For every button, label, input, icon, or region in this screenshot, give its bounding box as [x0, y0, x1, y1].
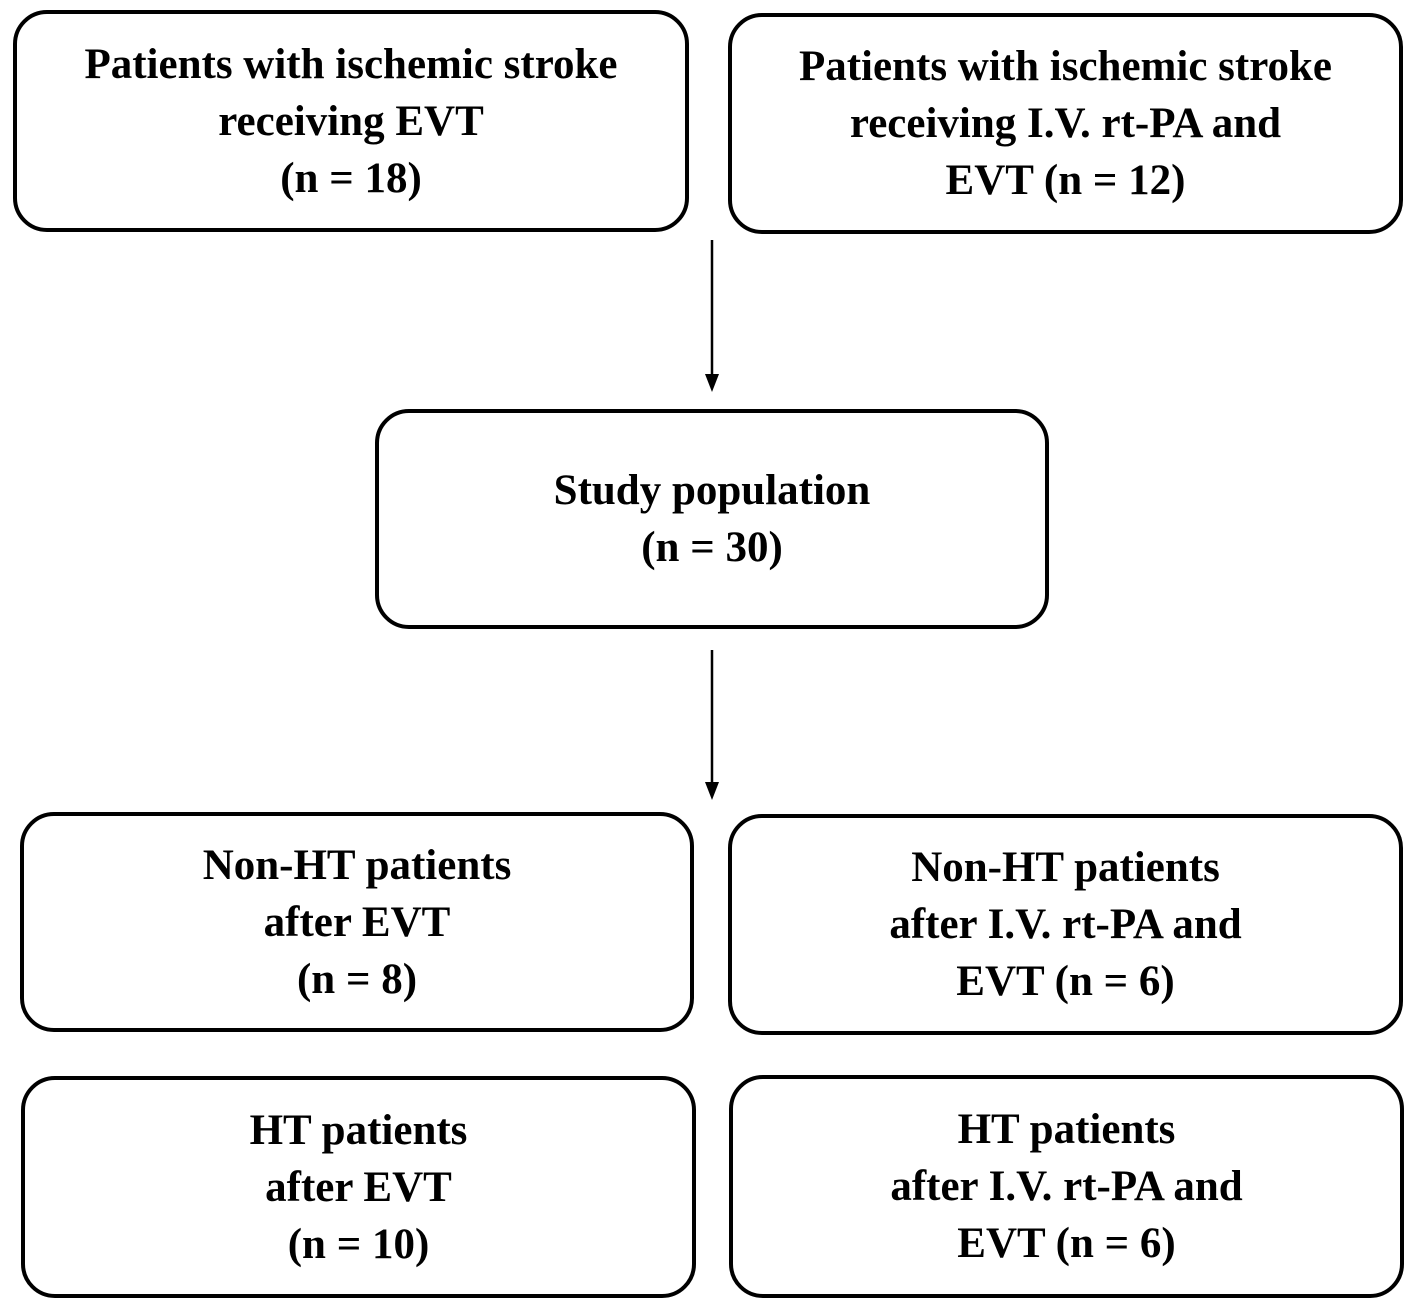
nonht-evt-line-1: Non-HT patients — [202, 841, 512, 889]
evt-box-line-1: Patients with ischemic stroke — [84, 40, 618, 88]
ivpa-evt-box-line-2: receiving I.V. rt-PA and — [849, 100, 1282, 147]
ht-evt-line-2: after EVT — [265, 1163, 452, 1211]
ht-evt-box: HT patients after EVT (n = 10) — [21, 1076, 696, 1298]
ht-evt-count: (n = 10) — [287, 1220, 430, 1268]
ivpa-evt-box-line-1: Patients with ischemic stroke — [798, 43, 1333, 90]
ht-ivpa-evt-box: HT patients after I.V. rt-PA and EVT (n … — [729, 1075, 1404, 1298]
nonht-ivpa-line-2: after I.V. rt-PA and — [889, 901, 1242, 948]
nonht-ivpa-evt-box: Non-HT patients after I.V. rt-PA and EVT… — [728, 814, 1403, 1035]
study-population-count: (n = 30) — [641, 524, 783, 571]
ivpa-evt-patients-box: Patients with ischemic stroke receiving … — [728, 13, 1403, 234]
nonht-evt-box: Non-HT patients after EVT (n = 8) — [20, 812, 694, 1032]
ht-ivpa-count: EVT (n = 6) — [957, 1220, 1176, 1267]
nonht-ivpa-line-1: Non-HT patients — [911, 844, 1220, 891]
ivpa-evt-box-count: EVT (n = 12) — [945, 157, 1186, 204]
ht-ivpa-line-1: HT patients — [957, 1106, 1176, 1153]
study-population-label: Study population — [553, 467, 871, 514]
arrow-to-study-population — [705, 240, 719, 392]
nonht-ivpa-count: EVT (n = 6) — [956, 958, 1175, 1005]
ht-ivpa-line-2: after I.V. rt-PA and — [890, 1163, 1243, 1210]
nonht-evt-line-2: after EVT — [263, 898, 451, 946]
evt-patients-box: Patients with ischemic stroke receiving … — [13, 10, 689, 232]
evt-box-count: (n = 18) — [280, 154, 422, 202]
study-population-box: Study population (n = 30) — [375, 409, 1049, 629]
evt-box-line-2: receiving EVT — [218, 97, 484, 145]
arrow-to-subgroups — [705, 650, 719, 800]
nonht-evt-count: (n = 8) — [296, 955, 418, 1003]
ht-evt-line-1: HT patients — [249, 1106, 468, 1154]
